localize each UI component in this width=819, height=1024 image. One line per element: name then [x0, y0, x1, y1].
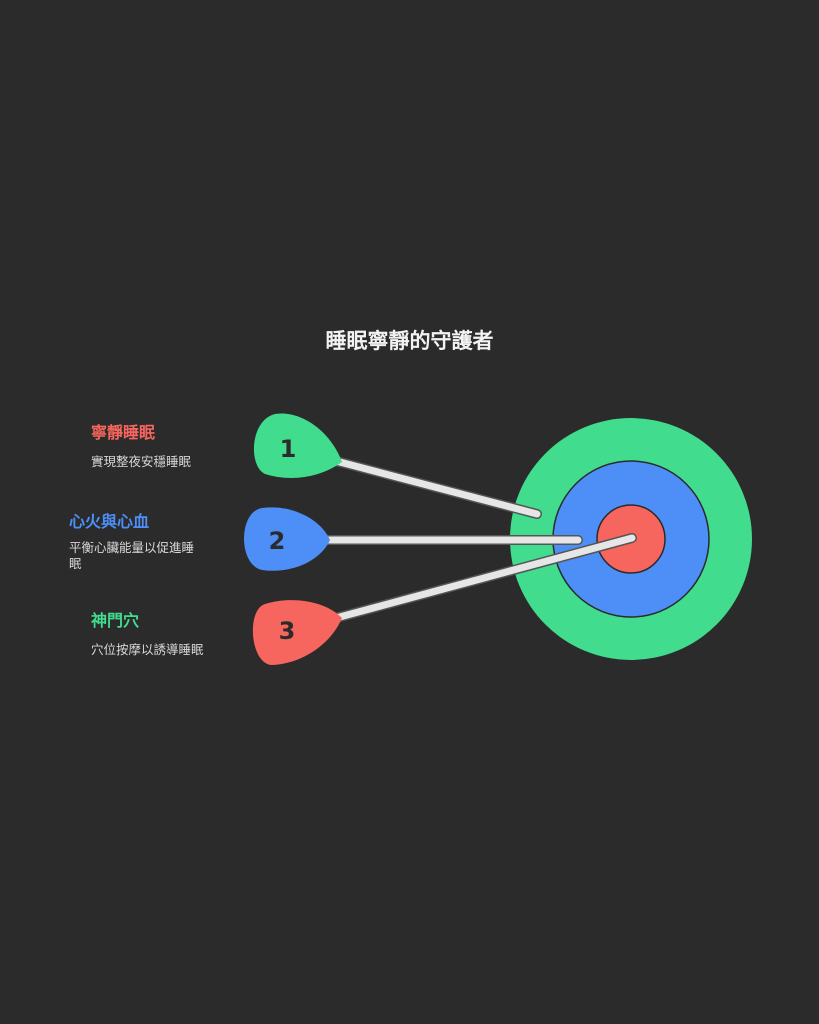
item-3-description: 穴位按摩以誘導睡眠 — [91, 642, 204, 657]
pin-3-number: 3 — [279, 617, 296, 645]
pin-2: 2 — [244, 507, 330, 571]
item-3-label: 神門穴 — [91, 611, 140, 630]
arrow-1-shaft — [332, 457, 541, 518]
pin-1: 1 — [253, 413, 342, 478]
arrow-3-shaft — [332, 534, 636, 622]
item-1-description: 實現整夜安穩睡眠 — [91, 454, 192, 469]
pin-1-shape — [253, 413, 342, 478]
item-1-label: 寧靜睡眠 — [91, 423, 156, 442]
pin-3: 3 — [252, 600, 342, 665]
pin-2-number: 2 — [269, 527, 286, 555]
arrow-shafts — [321, 456, 637, 623]
pin-2-shape — [244, 507, 330, 571]
pin-3-shape — [252, 600, 342, 665]
diagram-title: 睡眠寧靜的守護者 — [325, 328, 494, 353]
pin-1-number: 1 — [280, 435, 297, 463]
item-2-description: 平衡心臟能量以促進睡眠 — [69, 540, 195, 571]
item-2-label: 心火與心血 — [69, 512, 150, 531]
